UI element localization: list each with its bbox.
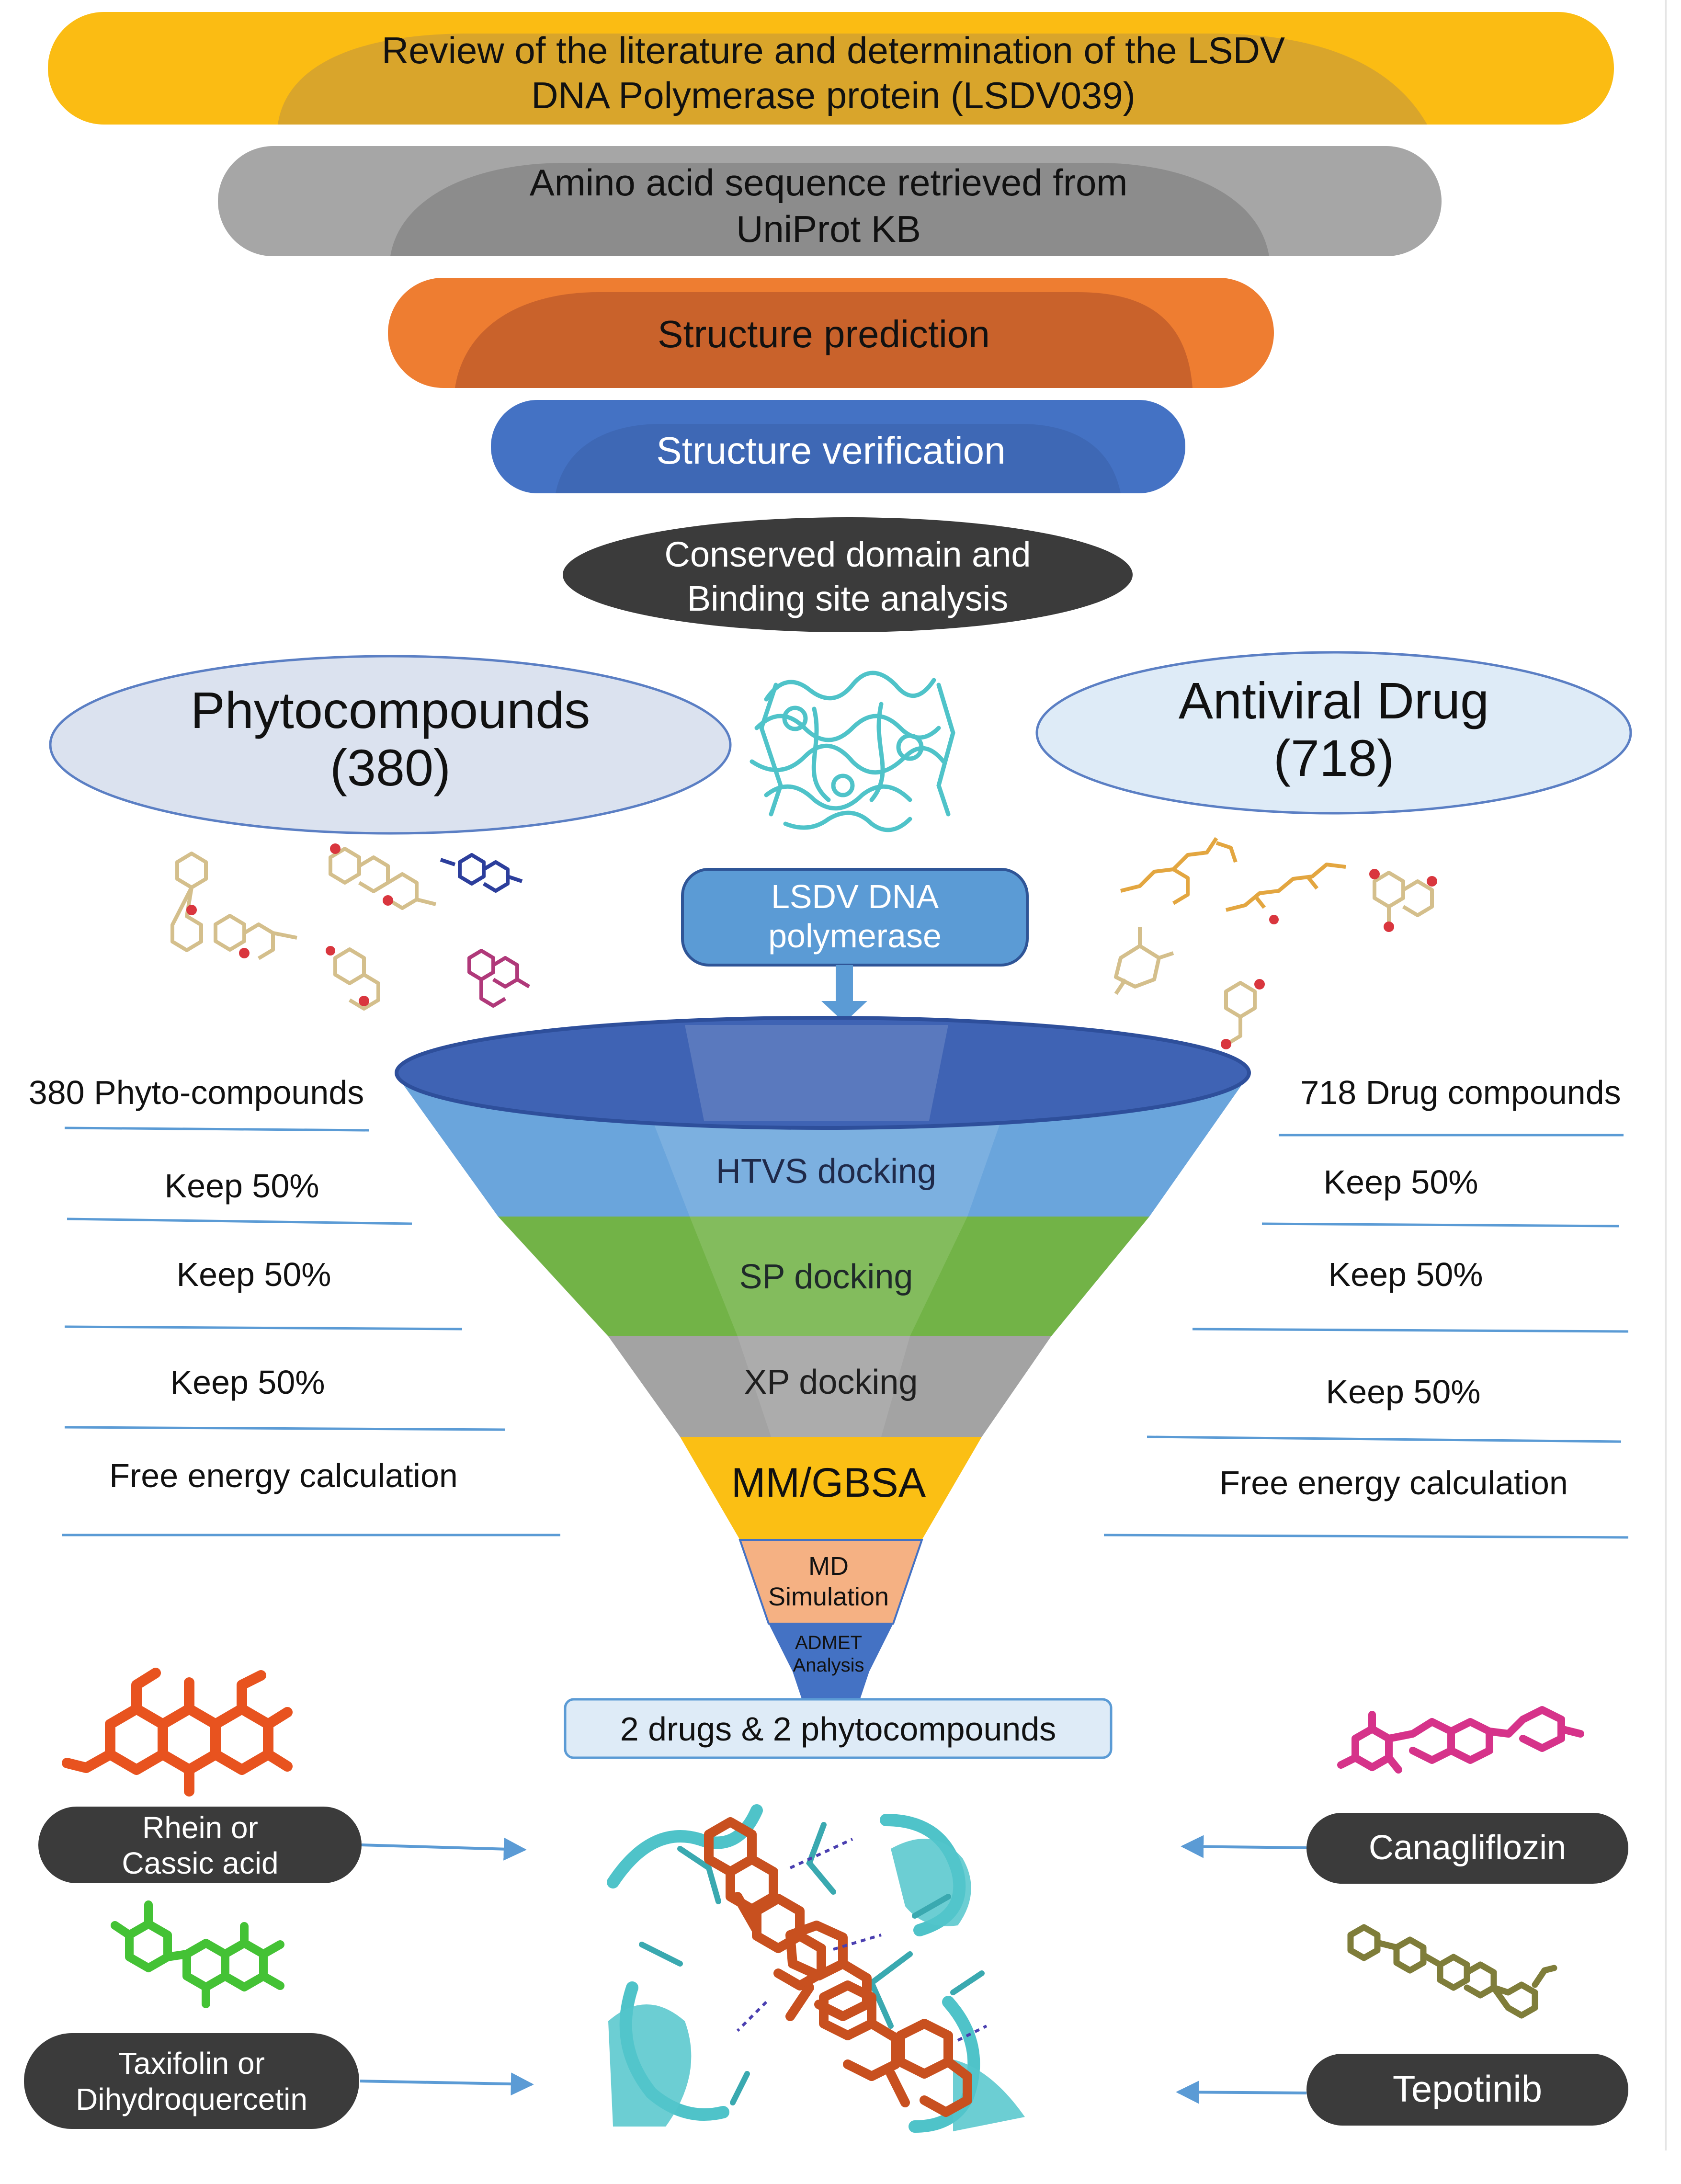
funnel-xp-label: XP docking	[744, 1363, 918, 1401]
drug-library-count: (718)	[1273, 729, 1394, 787]
left-column-header: 380 Phyto-compounds	[29, 1074, 364, 1111]
left-filter-2: Keep 50%	[176, 1256, 331, 1293]
funnel-sp-label: SP docking	[739, 1258, 913, 1296]
step-prediction-label: Structure prediction	[658, 313, 990, 355]
step-sequence-line2: UniProt KB	[736, 208, 921, 250]
drug-library: Antiviral Drug (718)	[1035, 651, 1632, 815]
taxifolin-label-line2: Dihydroquercetin	[76, 2082, 307, 2116]
drug-molecule-images	[1114, 837, 1437, 1049]
rhein-molecule-image	[62, 1668, 293, 1797]
taxifolin-label-line1: Taxifolin or	[118, 2046, 265, 2081]
screening-funnel: HTVS docking SP docking XP docking MM/GB…	[395, 1016, 1251, 1700]
step-verification: Structure verification	[491, 400, 1185, 493]
taxifolin-molecule-image	[111, 1900, 284, 2008]
funnel-admet-line1: ADMET	[795, 1632, 862, 1653]
target-box-line1: LSDV DNA	[771, 878, 939, 915]
funnel-md-line1: MD	[808, 1552, 849, 1581]
rhein-label-line1: Rhein or	[142, 1810, 258, 1845]
taxifolin-label: Taxifolin or Dihydroquercetin	[24, 2033, 359, 2129]
funnel-md-line2: Simulation	[768, 1582, 889, 1611]
left-filter-3: Keep 50%	[170, 1364, 325, 1401]
step-domain-line1: Conserved domain and	[664, 535, 1031, 574]
left-filter-1: Keep 50%	[164, 1167, 319, 1205]
canagliflozin-label: Canagliflozin	[1306, 1813, 1628, 1884]
rhein-label: Rhein or Cassic acid	[38, 1807, 362, 1883]
canagliflozin-label-text: Canagliflozin	[1369, 1829, 1566, 1867]
step-sequence-line1: Amino acid sequence retrieved from	[530, 161, 1128, 204]
step-domain: Conserved domain and Binding site analys…	[563, 517, 1133, 632]
funnel-htvs-label: HTVS docking	[716, 1152, 936, 1191]
right-filter-1: Keep 50%	[1323, 1163, 1478, 1201]
left-filter-column: 380 Phyto-compounds Keep 50% Keep 50% Ke…	[29, 1074, 560, 1536]
right-filter-2: Keep 50%	[1328, 1256, 1483, 1293]
result-box: 2 drugs & 2 phytocompounds	[564, 1698, 1113, 1759]
target-box-line2: polymerase	[768, 917, 942, 955]
step-domain-line2: Binding site analysis	[687, 579, 1008, 618]
step-review-line1: Review of the literature and determinati…	[382, 29, 1285, 71]
left-filter-4: Free energy calculation	[109, 1457, 458, 1494]
right-column-header: 718 Drug compounds	[1300, 1074, 1621, 1111]
drug-library-title: Antiviral Drug	[1179, 671, 1489, 729]
funnel-admet-line2: Analysis	[793, 1655, 864, 1676]
step-review: Review of the literature and determinati…	[48, 12, 1614, 125]
down-arrow	[821, 965, 867, 1023]
protein-structure-image	[750, 671, 955, 832]
phyto-library-title: Phytocompounds	[191, 681, 591, 739]
right-filter-3: Keep 50%	[1326, 1373, 1480, 1410]
phyto-library-count: (380)	[330, 739, 451, 796]
tepotinib-label-text: Tepotinib	[1393, 2068, 1542, 2110]
target-box: LSDV DNA polymerase	[681, 868, 1029, 967]
phyto-library: Phytocompounds (380)	[49, 655, 732, 835]
tepotinib-molecule-image	[1347, 1924, 1557, 2019]
result-label: 2 drugs & 2 phytocompounds	[620, 1710, 1056, 1748]
phyto-molecule-images	[170, 843, 531, 1011]
step-sequence: Amino acid sequence retrieved from UniPr…	[218, 146, 1442, 256]
step-prediction: Structure prediction	[388, 278, 1274, 388]
docking-complex-image	[603, 1804, 1044, 2133]
tepotinib-label: Tepotinib	[1306, 2054, 1628, 2126]
right-filter-column: 718 Drug compounds Keep 50% Keep 50% Kee…	[1103, 1074, 1629, 1539]
connector-arrows	[360, 1835, 1307, 2104]
canagliflozin-molecule-image	[1337, 1706, 1584, 1774]
rhein-label-line2: Cassic acid	[122, 1846, 278, 1880]
step-verification-label: Structure verification	[656, 429, 1005, 472]
step-review-line2: DNA Polymerase protein (LSDV039)	[531, 74, 1136, 116]
right-filter-4: Free energy calculation	[1219, 1464, 1568, 1502]
funnel-mmgbsa-label: MM/GBSA	[731, 1460, 926, 1506]
